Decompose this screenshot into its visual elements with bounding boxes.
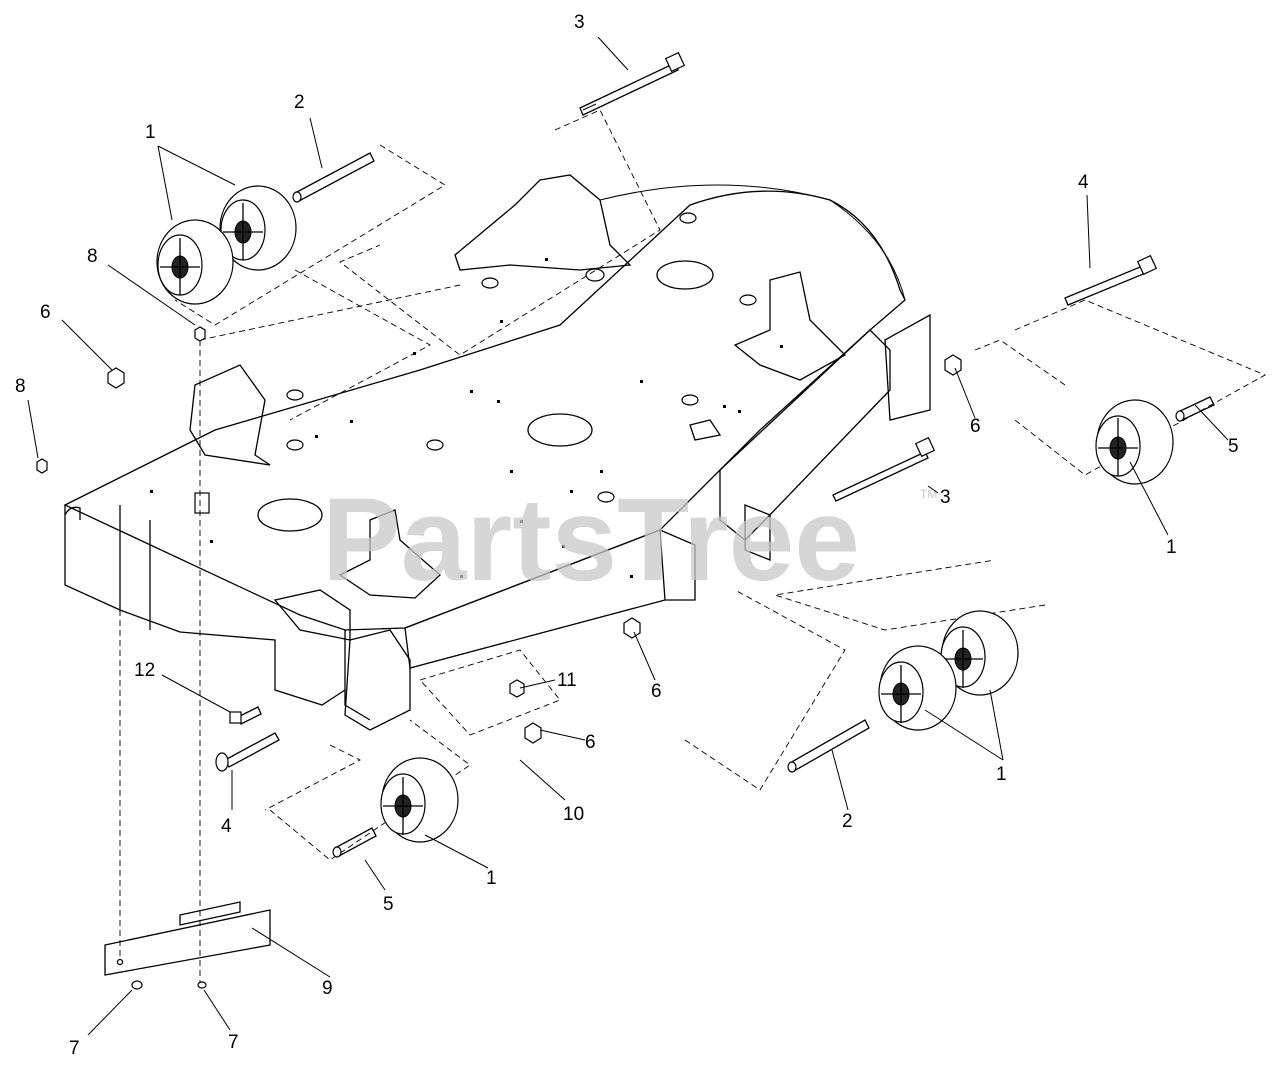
callout-1: 1 xyxy=(145,122,156,143)
callout-5: 5 xyxy=(1228,436,1239,457)
callout-8: 8 xyxy=(87,246,98,267)
pin-2-right xyxy=(787,719,870,773)
callout-leaders xyxy=(27,36,1229,1036)
bolt-4-left xyxy=(215,732,280,772)
nut-6-left xyxy=(107,367,125,389)
callout-4: 4 xyxy=(221,816,232,837)
callout-9: 9 xyxy=(322,978,333,999)
bolt-4-right xyxy=(1064,254,1158,306)
callout-2: 2 xyxy=(294,92,305,113)
callout-10: 10 xyxy=(563,804,584,825)
callout-6: 6 xyxy=(970,416,981,437)
callout-12: 12 xyxy=(134,660,155,681)
washer-7-right xyxy=(197,981,207,989)
wheel-lower-left xyxy=(380,757,459,843)
callout-11: 11 xyxy=(557,670,577,691)
bolt-12 xyxy=(229,706,262,725)
bolt-right xyxy=(832,436,936,502)
pin-top xyxy=(292,152,375,203)
callout-7: 7 xyxy=(228,1032,239,1053)
watermark-trademark: TM xyxy=(920,487,937,501)
callout-1: 1 xyxy=(1166,537,1177,558)
callout-5: 5 xyxy=(383,894,394,915)
wheel-top-left-back xyxy=(219,185,297,271)
callout-6: 6 xyxy=(651,681,662,702)
nut-8-left xyxy=(36,458,48,474)
pin-5-right xyxy=(1175,396,1215,422)
callout-labels: 3 2 1 8 6 8 4 6 5 1 3 12 11 6 6 10 4 1 5… xyxy=(15,12,1239,1059)
hardware xyxy=(36,51,1215,990)
mower-deck xyxy=(63,174,931,731)
washer-7-left xyxy=(131,980,143,990)
pin-5-left xyxy=(332,827,377,858)
assembly-guides xyxy=(119,109,1267,985)
callout-7: 7 xyxy=(69,1038,80,1059)
wheel-lower-right-front xyxy=(878,645,957,731)
callout-8: 8 xyxy=(15,376,26,397)
gauge-wheels xyxy=(156,185,1174,843)
wheel-right xyxy=(1095,399,1174,485)
watermark: PartsTree TM xyxy=(322,474,937,606)
nut-8-top xyxy=(194,326,206,342)
callout-6: 6 xyxy=(585,732,596,753)
nut-11 xyxy=(509,679,525,698)
callout-2: 2 xyxy=(842,811,853,832)
watermark-text: PartsTree xyxy=(322,474,860,606)
wheel-top-left-front xyxy=(156,219,234,305)
callout-1: 1 xyxy=(996,764,1007,785)
nut-6-lower xyxy=(524,722,542,744)
bolt-top xyxy=(579,51,686,116)
nut-6-right xyxy=(944,354,962,376)
callout-3: 3 xyxy=(940,487,951,508)
wheel-lower-right-back xyxy=(940,610,1019,696)
callout-1: 1 xyxy=(486,868,497,889)
callout-4: 4 xyxy=(1078,172,1089,193)
baffle-plate xyxy=(104,901,271,976)
callout-6: 6 xyxy=(40,302,51,323)
callout-3: 3 xyxy=(574,12,585,33)
nut-6-center xyxy=(623,617,641,639)
